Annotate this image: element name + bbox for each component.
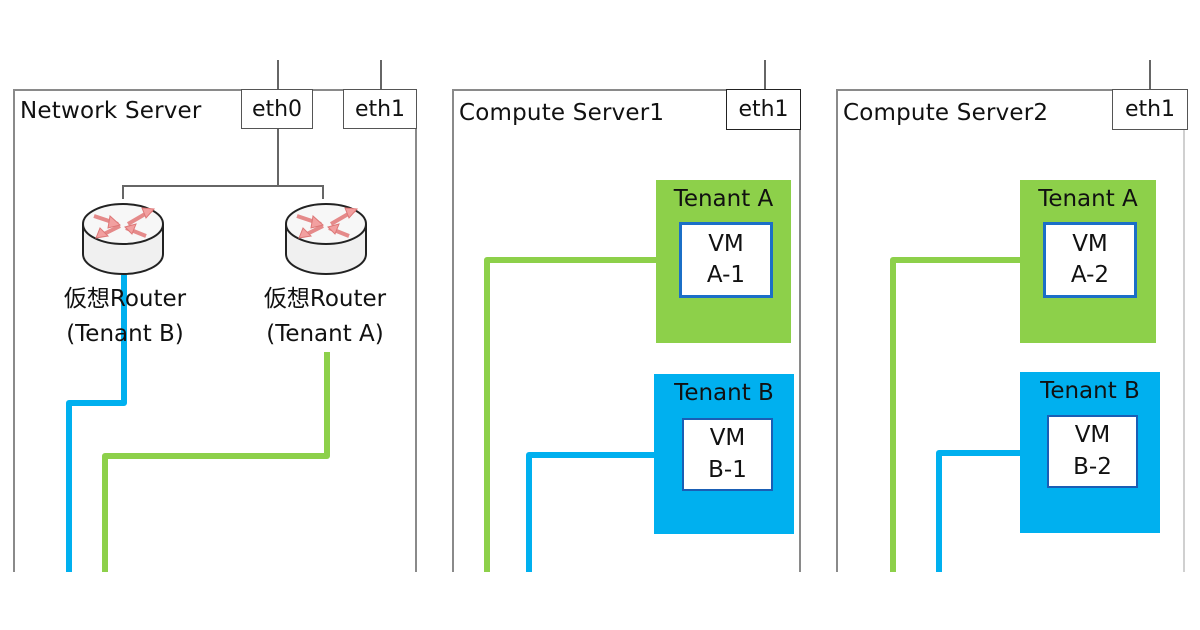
vm-id: B-2 bbox=[1073, 453, 1112, 480]
vm-id: A-2 bbox=[1070, 262, 1110, 288]
router-bus bbox=[122, 185, 324, 187]
vm-label: VM bbox=[708, 230, 744, 257]
router-tenant-a-label: 仮想Router (Tenant A) bbox=[240, 282, 410, 351]
vm-b-2[interactable]: VM B-2 bbox=[1047, 415, 1138, 488]
cs1-eth1-uplink bbox=[764, 60, 766, 90]
eth1-uplink bbox=[380, 60, 382, 90]
tenant-b-link-cs2 bbox=[936, 450, 1049, 572]
vm-label: VM bbox=[1074, 422, 1111, 449]
router-icon bbox=[285, 203, 367, 275]
tenant-a-link-network bbox=[102, 352, 330, 572]
vm-b-1[interactable]: VM B-1 bbox=[682, 418, 773, 491]
cs2-eth1-uplink bbox=[1149, 60, 1151, 90]
router-tenant: (Tenant B) bbox=[66, 320, 184, 347]
eth1-port: eth1 bbox=[343, 89, 417, 129]
cs2-eth1-port: eth1 bbox=[1112, 89, 1188, 130]
tenant-b-link-network bbox=[66, 275, 127, 572]
vm-a-1[interactable]: VM A-1 bbox=[679, 222, 773, 298]
vm-a-2[interactable]: VM A-2 bbox=[1043, 222, 1137, 298]
compute-server2-title: Compute Server2 bbox=[843, 100, 1049, 126]
eth0-drop bbox=[277, 129, 279, 186]
vm-id: A-1 bbox=[706, 262, 746, 288]
tenant-a-link-cs1 bbox=[484, 257, 682, 572]
eth0-uplink bbox=[277, 60, 279, 90]
router-a-drop bbox=[322, 185, 324, 199]
tenant-a-link-cs2 bbox=[890, 257, 1046, 572]
tenant-label: Tenant B bbox=[674, 380, 774, 406]
network-server-box bbox=[13, 89, 417, 572]
router-tenant-b-label: 仮想Router (Tenant B) bbox=[40, 282, 210, 351]
tenant-b-link-cs1 bbox=[526, 452, 682, 572]
router-tenant: (Tenant A) bbox=[266, 320, 384, 347]
vm-id: B-1 bbox=[708, 456, 747, 483]
compute-server1-title: Compute Server1 bbox=[459, 100, 665, 126]
router-name: 仮想Router bbox=[263, 286, 387, 312]
tenant-label: Tenant A bbox=[673, 186, 774, 212]
vm-label: VM bbox=[709, 425, 746, 452]
router-name: 仮想Router bbox=[63, 286, 187, 312]
router-b-drop bbox=[122, 185, 124, 199]
router-icon bbox=[82, 203, 164, 275]
tenant-label: Tenant A bbox=[1038, 186, 1138, 212]
tenant-label: Tenant B bbox=[1040, 378, 1140, 404]
vm-label: VM bbox=[1072, 230, 1108, 257]
cs1-eth1-port: eth1 bbox=[726, 89, 801, 130]
network-server-title: Network Server bbox=[20, 98, 202, 124]
eth0-port: eth0 bbox=[241, 89, 313, 129]
